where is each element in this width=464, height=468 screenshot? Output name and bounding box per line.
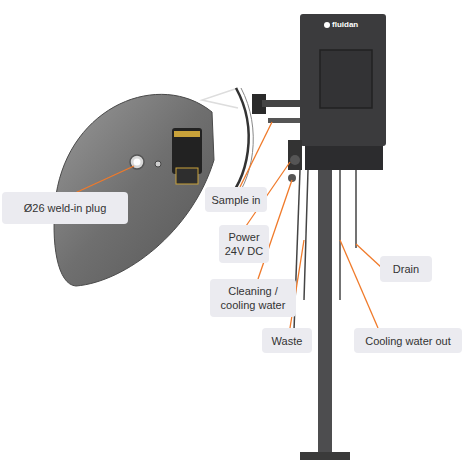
mounting-bracket — [305, 146, 383, 170]
callout-content: Drain — [393, 262, 419, 276]
callout-box: Ø26 weld-in plug — [2, 192, 128, 224]
callout-text: Drain — [393, 262, 419, 276]
callout-text: Power 24V DC — [223, 230, 265, 258]
callout-text: Ø26 weld-in plug — [24, 201, 107, 215]
side-fittings — [288, 140, 302, 170]
callout-box: Cleaning / cooling water — [210, 279, 296, 317]
callout-box: Sample in — [205, 187, 267, 212]
callout-content: Ø26 weld-in plug — [24, 201, 107, 215]
support-pole — [318, 170, 332, 454]
callout-text: Cooling water out — [365, 334, 451, 348]
leader-line — [240, 122, 272, 187]
brand-logo: fluidan — [332, 20, 358, 30]
drain-tube — [355, 170, 357, 248]
water-tube — [304, 170, 308, 300]
leader-line — [75, 166, 134, 193]
callout-box: Cooling water out — [354, 328, 462, 353]
callout-content: Sample in — [212, 193, 261, 207]
rheometer-cabinet — [300, 14, 386, 146]
callout-text: Sample in — [212, 193, 261, 207]
valve-base — [176, 168, 198, 184]
callout-box: Power 24V DC — [219, 225, 269, 263]
pole-base — [300, 452, 350, 460]
callout-text: Waste — [272, 334, 303, 348]
sample-pipe — [268, 118, 302, 123]
view-marker — [202, 88, 238, 108]
connector — [290, 155, 300, 165]
cabinet-panel — [320, 50, 372, 108]
callout-content: Power 24V DC — [223, 230, 265, 258]
callout-box: Waste — [262, 328, 312, 353]
callout-text: Cleaning / cooling water — [214, 284, 292, 312]
leader-line — [356, 244, 382, 268]
cooling-tube — [339, 170, 341, 300]
callout-box: Drain — [380, 256, 432, 282]
plug-fitting — [155, 161, 161, 167]
pipe-wall-disc — [54, 94, 214, 286]
callout-content: Cooling water out — [365, 334, 451, 348]
leader-line — [340, 240, 378, 328]
valve-edge — [174, 131, 200, 137]
valve-body — [172, 128, 202, 174]
sample-arm — [262, 100, 302, 107]
callout-content: Cleaning / cooling water — [214, 284, 292, 312]
logo-drop — [324, 22, 330, 28]
plug-hole — [134, 159, 141, 166]
callout-content: Waste — [272, 334, 303, 348]
